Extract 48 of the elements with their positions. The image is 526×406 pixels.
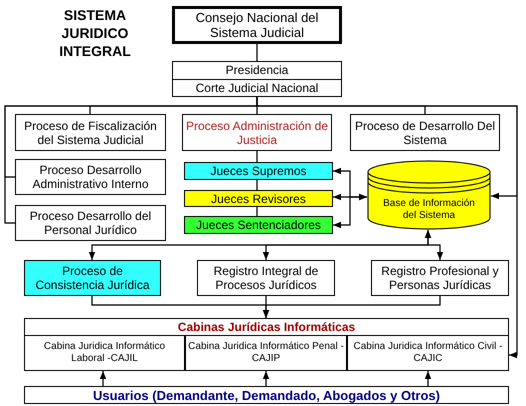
process-box [347,335,509,371]
box-heading: Cabinas Jurídicas Informáticas [176,320,356,334]
connector-line [256,151,258,162]
box-text: Jueces Supremos [209,164,308,178]
process-box [185,335,347,371]
box-text: Jueces Revisores [210,192,307,206]
box-text: Base de Información del Sistema [382,198,476,222]
box-text: Proceso de Desarrollo Del Sistema [354,118,496,146]
box-text: Proceso Administración de Justicia [184,118,330,146]
process-box [24,335,185,371]
diagram-title: SISTEMA JURIDICO INTEGRAL [58,6,132,60]
box-text: Usuarios (Demandante, Demandado, Abogados y Otros) [92,388,441,402]
process-box [24,318,509,371]
box-text: Proceso Desarrollo Administrativo Interno [31,163,150,191]
box-text: Cabina Juridica Informático Civil - CAJIC [352,341,504,365]
connector-line [256,44,258,61]
process-box [197,260,335,296]
process-box [15,159,166,195]
arrow [424,230,444,260]
box-text: Proceso Desarrollo del Personal Jurídico [28,209,152,237]
box-text: Corte Judicial Nacional [194,80,320,95]
box-text: Jueces Sentenciadores [195,218,322,232]
box-text: Registro Profesional y Personas Jurídicas [380,264,500,292]
arrow [262,371,270,386]
box-text: Cabina Juridica Informático Penal - CAJIP [187,341,345,365]
process-box [184,216,333,234]
arrow [333,194,367,228]
process-box [15,205,166,241]
process-box [172,6,342,44]
process-box [24,260,161,296]
box-text: Proceso de Fiscalización del Sistema Judicial [23,118,158,146]
arrow [100,371,106,386]
box-text: Cabina Juridica Informático Laboral -CAJIL [42,341,166,365]
arrow [256,97,518,200]
process-box [184,190,333,207]
arrow [424,371,432,386]
box-text: Consejo Nacional del Sistema Judicial [194,10,320,40]
box-text: Presidencia [224,63,290,78]
process-box [24,386,509,404]
process-box [15,114,166,151]
process-box [184,162,333,180]
box-text: Proceso de Consistencia Jurídica [34,264,151,292]
process-box [371,260,509,296]
box-text: Registro Integral de Procesos Jurídicos [212,264,320,292]
arrow [262,296,441,318]
database-cylinder [367,160,491,230]
connector-line [256,180,258,190]
process-box [172,61,342,97]
